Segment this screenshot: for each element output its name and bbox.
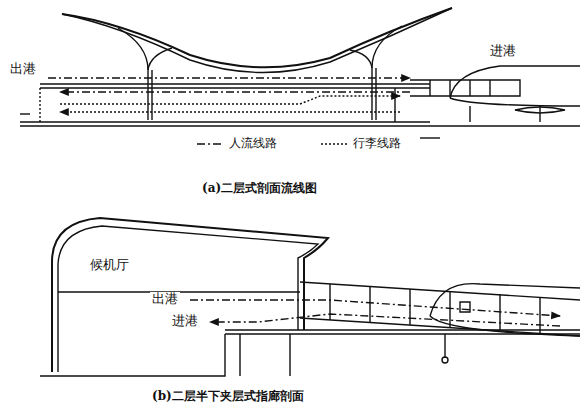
flow-label: 出港 xyxy=(8,62,38,76)
legend-line-sample xyxy=(196,138,226,150)
legend-line xyxy=(197,143,223,144)
legend-text: 行李线路 xyxy=(353,135,401,152)
legend-entry: 人流线路 xyxy=(196,135,277,152)
figure-caption: (a)二层式剖面流线图 xyxy=(200,182,319,195)
legend-text: 人流线路 xyxy=(229,135,277,152)
flow-label: 进港 xyxy=(488,44,518,58)
legend-line-sample xyxy=(320,138,350,150)
flow-label: 进港 xyxy=(170,314,200,328)
room-label: 候机厅 xyxy=(88,258,131,272)
flow-label: 出港 xyxy=(150,292,180,306)
section-b xyxy=(40,218,580,376)
section-a xyxy=(20,8,580,138)
figure-caption: (b)二层半下夹层式指廊剖面 xyxy=(150,390,306,403)
legend-entry: 行李线路 xyxy=(320,135,401,152)
legend-line xyxy=(321,143,347,144)
